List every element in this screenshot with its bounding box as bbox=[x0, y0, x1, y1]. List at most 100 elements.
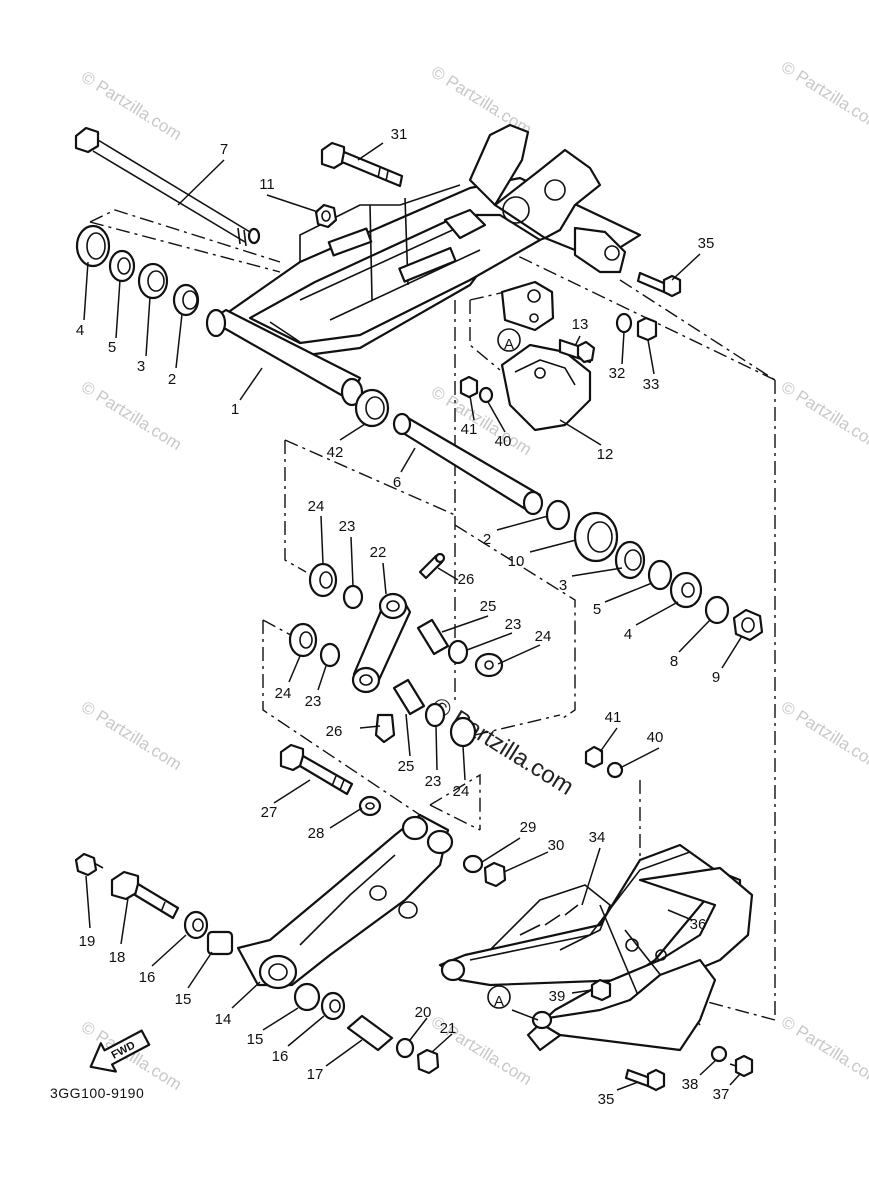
callout-c41b: 41 bbox=[605, 709, 622, 726]
callout-c16a: 16 bbox=[139, 969, 156, 986]
callout-c13: 13 bbox=[572, 316, 589, 333]
callout-c33: 33 bbox=[643, 376, 660, 393]
callout-c8: 8 bbox=[670, 653, 678, 670]
callout-c24a: 24 bbox=[308, 498, 325, 515]
callout-c2a: 2 bbox=[168, 371, 176, 388]
bracket-a bbox=[500, 280, 555, 332]
callout-c19: 19 bbox=[79, 933, 96, 950]
connecting-rod-14 bbox=[236, 813, 454, 990]
callout-cA1: A bbox=[504, 336, 514, 353]
callout-a-circle bbox=[487, 985, 511, 1009]
nut-39 bbox=[590, 978, 612, 1002]
guard-12 bbox=[500, 343, 592, 432]
relay-arm-22 bbox=[351, 592, 412, 694]
callout-c26b: 26 bbox=[326, 723, 343, 740]
callout-c25a: 25 bbox=[480, 598, 497, 615]
callout-c40b: 40 bbox=[647, 729, 664, 746]
callout-c23c: 23 bbox=[305, 693, 322, 710]
bolt-35-lower bbox=[624, 1068, 666, 1092]
washer-28 bbox=[358, 795, 382, 817]
callout-c23b: 23 bbox=[505, 616, 522, 633]
swingarm bbox=[205, 123, 642, 407]
callout-c22: 22 bbox=[370, 544, 387, 561]
watermark-corner: © Partzilla.com bbox=[778, 377, 869, 454]
callout-c32: 32 bbox=[609, 365, 626, 382]
callout-c24b: 24 bbox=[535, 628, 552, 645]
callout-c23d: 23 bbox=[425, 773, 442, 790]
guard-34-36 bbox=[438, 843, 754, 1052]
bolt-19 bbox=[74, 852, 104, 877]
washer-38-bolt-37 bbox=[710, 1045, 754, 1078]
callout-c4b: 4 bbox=[624, 626, 632, 643]
callout-c25b: 25 bbox=[398, 758, 415, 775]
callout-c17: 17 bbox=[307, 1066, 324, 1083]
washer-32-nut-33 bbox=[615, 312, 658, 342]
nut-41-washer-40-upper bbox=[459, 375, 494, 404]
nut-11 bbox=[314, 203, 338, 229]
leader-lines bbox=[83, 142, 743, 1091]
callout-c10: 10 bbox=[508, 553, 525, 570]
collar-6 bbox=[392, 412, 544, 516]
callout-c39: 39 bbox=[549, 988, 566, 1005]
diagram-code: 3GG100-9190 bbox=[50, 1085, 144, 1101]
pivot-bolt bbox=[74, 126, 261, 247]
callout-c27: 27 bbox=[261, 804, 278, 821]
callout-a-circle bbox=[497, 328, 521, 352]
callout-c15a: 15 bbox=[175, 991, 192, 1008]
watermark-corner: © Partzilla.com bbox=[78, 377, 185, 454]
right-bearing-stack bbox=[545, 499, 764, 642]
callout-c40a: 40 bbox=[495, 433, 512, 450]
bolt-35-upper bbox=[636, 271, 682, 298]
callout-c6: 6 bbox=[393, 474, 401, 491]
nut-41-washer-40-lower bbox=[584, 745, 624, 779]
callout-c41a: 41 bbox=[461, 421, 478, 438]
callout-c3a: 3 bbox=[137, 358, 145, 375]
callout-c5b: 5 bbox=[593, 601, 601, 618]
callout-c18: 18 bbox=[109, 949, 126, 966]
callout-c42: 42 bbox=[327, 444, 344, 461]
callout-c31: 31 bbox=[391, 126, 408, 143]
callout-c20: 20 bbox=[415, 1004, 432, 1021]
seals-bushings-23-24-25 bbox=[288, 562, 504, 748]
watermark-corner: © Partzilla.com bbox=[78, 697, 185, 774]
bushing-42 bbox=[354, 388, 390, 428]
callout-c24c: 24 bbox=[275, 685, 292, 702]
watermark-corner: © Partzilla.com bbox=[778, 57, 869, 134]
callout-cA2: A bbox=[494, 993, 504, 1010]
bolt-18 bbox=[110, 870, 180, 920]
callout-c3b: 3 bbox=[559, 577, 567, 594]
bolt-13 bbox=[558, 338, 596, 364]
callout-c9: 9 bbox=[712, 669, 720, 686]
callout-c16b: 16 bbox=[272, 1048, 289, 1065]
callout-c12: 12 bbox=[597, 446, 614, 463]
grease-fittings-26 bbox=[374, 552, 446, 744]
callout-c30: 30 bbox=[548, 837, 565, 854]
callout-c38: 38 bbox=[682, 1076, 699, 1093]
callout-c26a: 26 bbox=[458, 571, 475, 588]
callout-c35a: 35 bbox=[698, 235, 715, 252]
callout-c11: 11 bbox=[259, 176, 275, 193]
washer-20-nut-21 bbox=[395, 1037, 440, 1075]
callout-c29: 29 bbox=[520, 819, 537, 836]
callout-c34: 34 bbox=[589, 829, 606, 846]
watermark-corner: © Partzilla.com bbox=[78, 1017, 185, 1094]
washer-29-nut-30 bbox=[462, 854, 507, 888]
bolt-31 bbox=[320, 141, 404, 188]
left-bearing-stack bbox=[75, 224, 200, 317]
callout-c24d: 24 bbox=[453, 783, 470, 800]
callout-c15b: 15 bbox=[247, 1031, 264, 1048]
callout-c28: 28 bbox=[308, 825, 325, 842]
callout-c37: 37 bbox=[713, 1086, 730, 1103]
watermark-center: © Partzilla.com bbox=[427, 692, 578, 801]
callout-c5a: 5 bbox=[108, 339, 116, 356]
callout-c35b: 35 bbox=[598, 1091, 615, 1108]
callout-c23a: 23 bbox=[339, 518, 356, 535]
bolt-27 bbox=[279, 743, 354, 796]
callout-labels: 1223344556789101112131415151616171819202… bbox=[76, 126, 730, 1108]
callout-c2b: 2 bbox=[483, 531, 491, 548]
watermark-corner: © Partzilla.com bbox=[778, 1012, 869, 1089]
callout-c4a: 4 bbox=[76, 322, 84, 339]
callout-c36: 36 bbox=[690, 916, 707, 933]
